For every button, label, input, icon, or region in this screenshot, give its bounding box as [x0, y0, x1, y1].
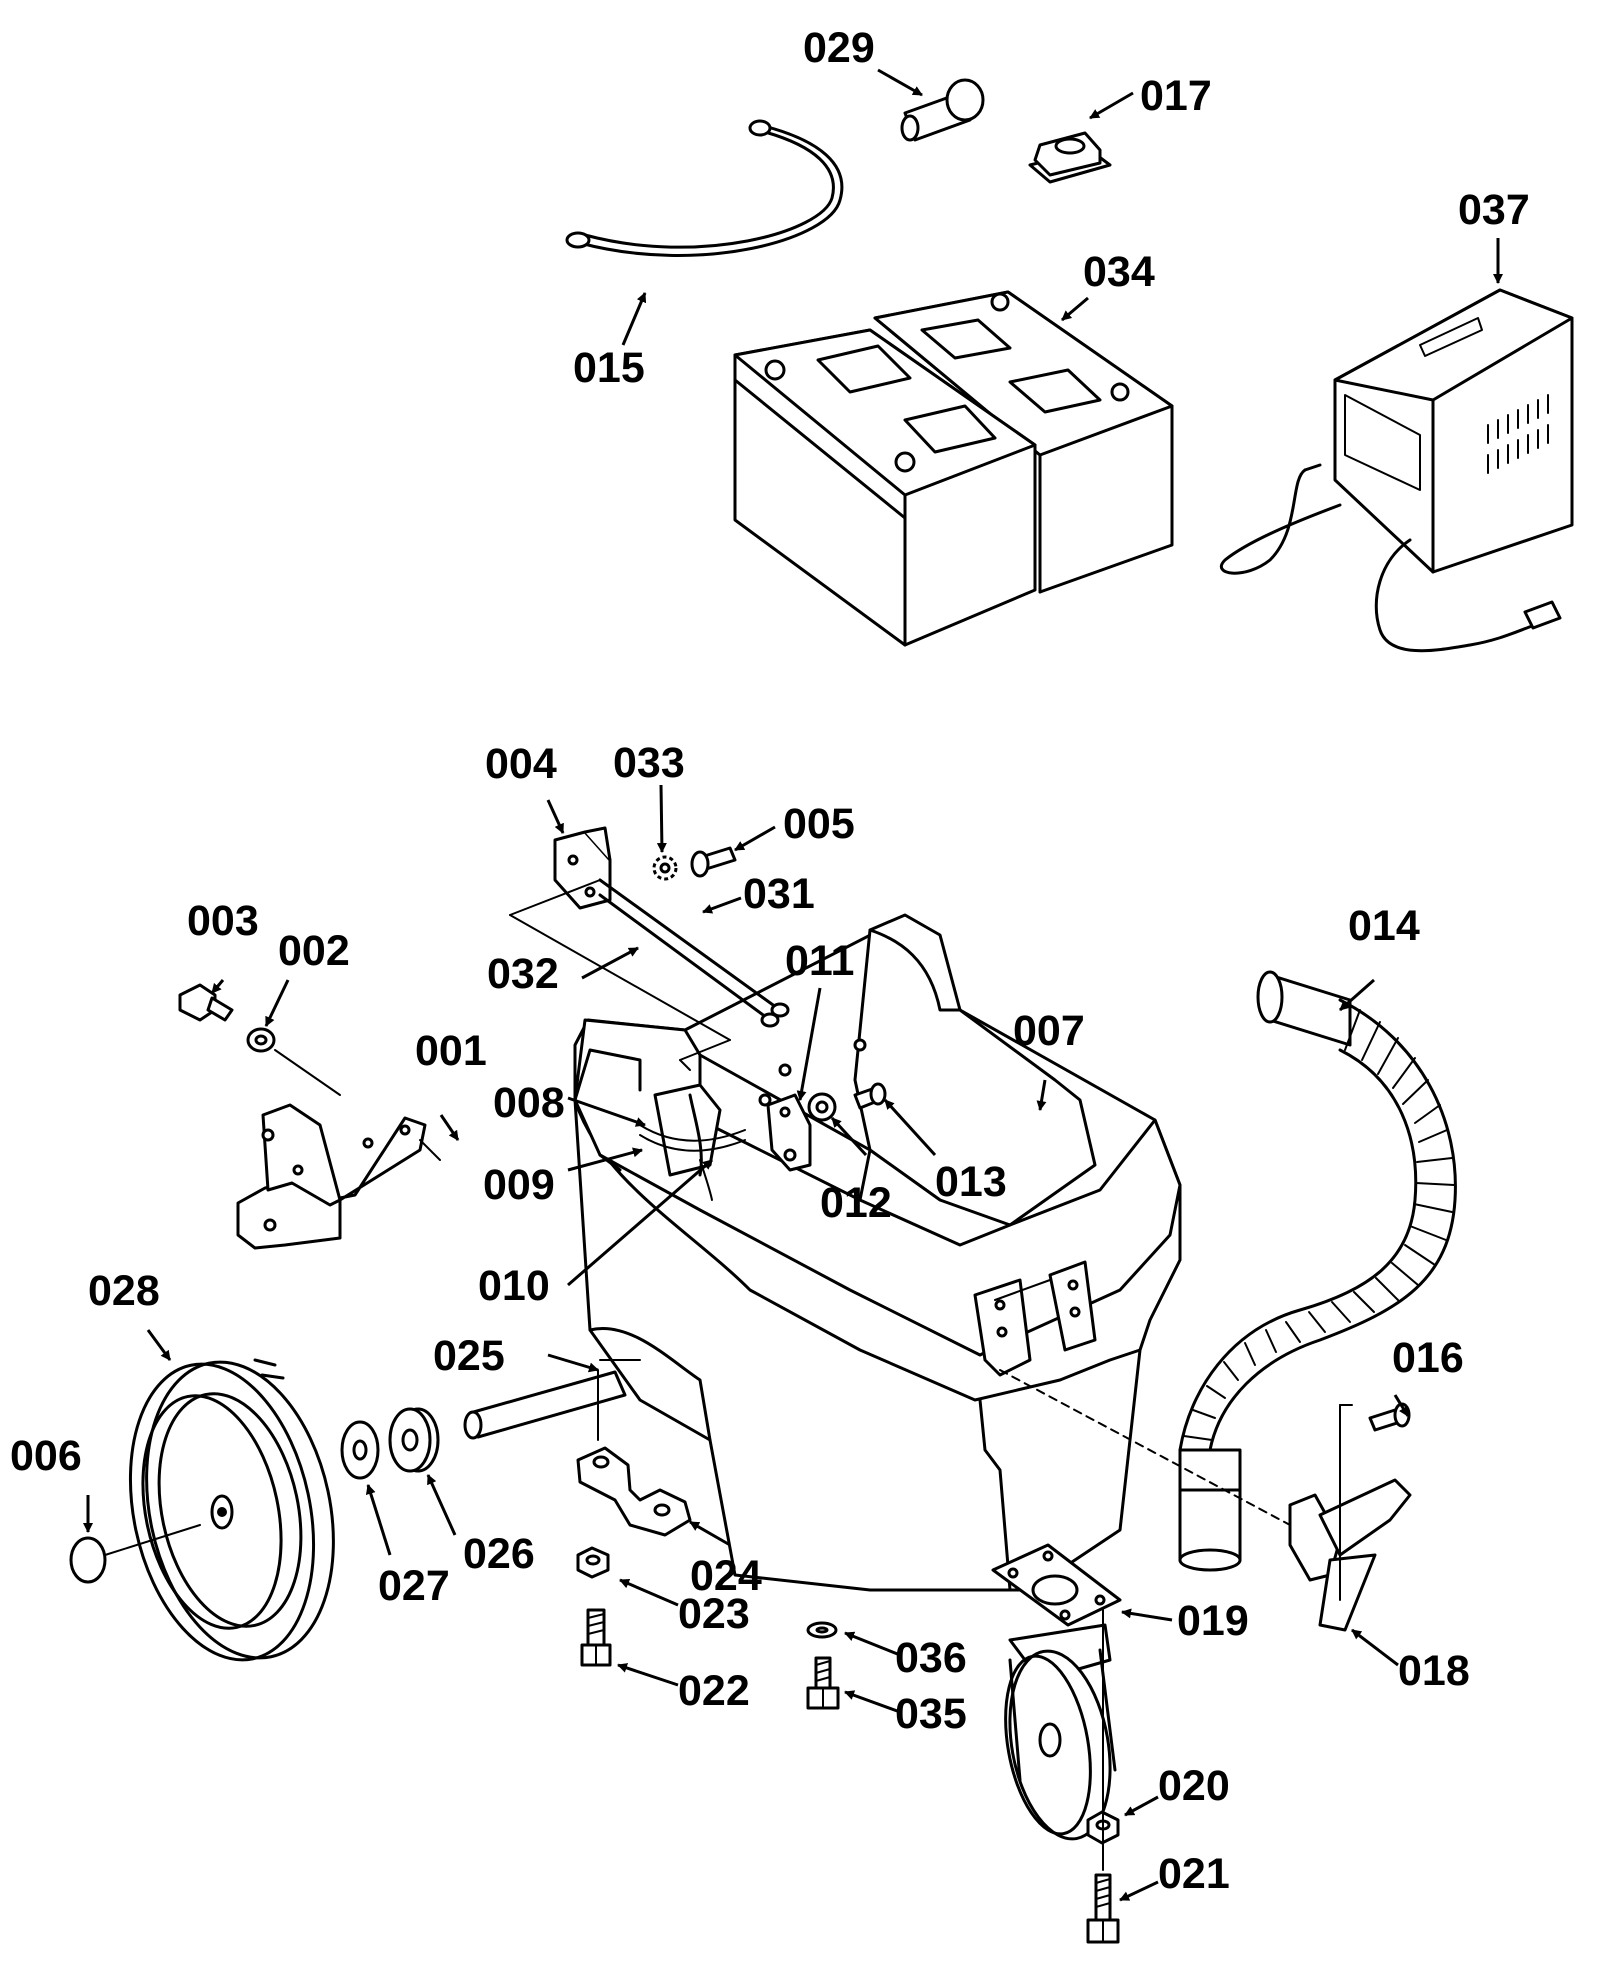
washer-012: [807, 1092, 837, 1122]
label-021: 021: [1158, 1850, 1230, 1898]
label-004: 004: [485, 740, 557, 788]
spacer-026: [388, 1407, 440, 1473]
axle-bracket: [236, 1049, 441, 1250]
lock-washer-033: [652, 855, 678, 881]
label-023: 023: [678, 1590, 750, 1638]
switch-assembly: [509, 826, 790, 1071]
label-008: 008: [493, 1079, 565, 1127]
label-010: 010: [478, 1262, 550, 1310]
hex-bolt-003: [178, 983, 234, 1022]
label-020: 020: [1158, 1762, 1230, 1810]
callout-labels: 029 017 037 034 015 004 033 005 031 032 …: [10, 24, 1530, 1898]
bolt-021: [1086, 1873, 1120, 1944]
label-012: 012: [820, 1179, 892, 1227]
label-035: 035: [895, 1690, 967, 1738]
label-013: 013: [935, 1158, 1007, 1206]
label-024: 024: [690, 1552, 762, 1600]
label-016: 016: [1392, 1334, 1464, 1382]
main-body-tank: [573, 913, 1182, 1592]
label-025: 025: [433, 1332, 505, 1380]
label-019: 019: [1177, 1597, 1249, 1645]
label-032: 032: [487, 950, 559, 998]
wire-harness: [639, 1124, 746, 1201]
label-022: 022: [678, 1667, 750, 1715]
washer-027: [340, 1420, 380, 1480]
axle: [463, 1359, 641, 1441]
label-029: 029: [803, 24, 875, 72]
label-017: 017: [1140, 72, 1212, 120]
label-009: 009: [483, 1161, 555, 1209]
rear-wheel: [128, 1358, 335, 1662]
screw-005: [690, 846, 737, 878]
batteries: [733, 290, 1174, 647]
label-034: 034: [1083, 248, 1155, 296]
hub-cap: [69, 1524, 201, 1584]
battery-cable: [565, 119, 844, 257]
label-003: 003: [187, 897, 259, 945]
caster-wheel: [991, 1543, 1122, 1841]
hose-clip: [1288, 1404, 1412, 1632]
alignment-line: [999, 1369, 1291, 1526]
bolt-022: [580, 1608, 612, 1667]
label-033: 033: [613, 739, 685, 787]
latch-bracket-011: [766, 1093, 812, 1172]
battery-charger: [1220, 288, 1574, 653]
label-015: 015: [573, 344, 645, 392]
label-037: 037: [1458, 186, 1530, 234]
axle-clamp: [576, 1446, 692, 1537]
label-018: 018: [1398, 1647, 1470, 1695]
vacuum-hose: [1178, 970, 1457, 1572]
washer-036: [806, 1621, 838, 1639]
label-007: 007: [1013, 1007, 1085, 1055]
label-031: 031: [743, 870, 815, 918]
label-026: 026: [463, 1530, 535, 1578]
label-027: 027: [378, 1562, 450, 1610]
screw-013: [853, 1082, 887, 1110]
label-005: 005: [783, 800, 855, 848]
label-011: 011: [785, 937, 854, 985]
label-014: 014: [1348, 902, 1420, 950]
washer-002: [246, 1027, 276, 1053]
bolt-035: [806, 1656, 840, 1710]
terminal-boot: [1028, 131, 1112, 184]
terminal-cap: [900, 78, 985, 142]
label-028: 028: [88, 1267, 160, 1315]
nut-023: [576, 1546, 610, 1579]
label-002: 002: [278, 927, 350, 975]
label-006: 006: [10, 1432, 82, 1480]
label-036: 036: [895, 1634, 967, 1682]
leader-arrows: [83, 68, 1503, 1902]
label-001: 001: [415, 1027, 487, 1075]
